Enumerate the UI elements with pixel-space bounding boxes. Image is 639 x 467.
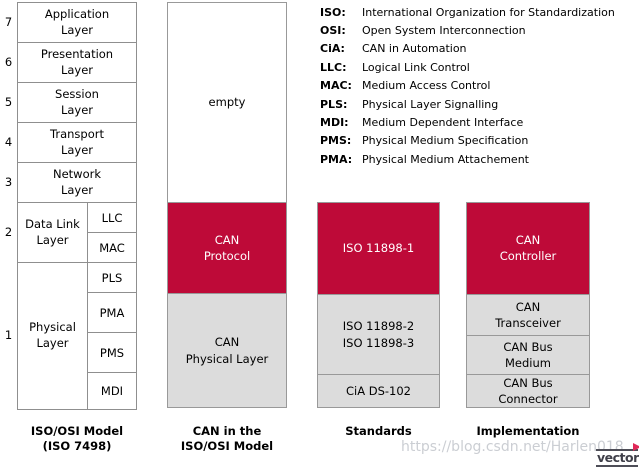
sublayer-pls: PLS bbox=[88, 263, 136, 293]
sublayer-pms: PMS bbox=[88, 333, 136, 373]
caption-can-model: CAN in the ISO/OSI Model bbox=[180, 424, 274, 453]
legend-abbr: LLC: bbox=[320, 60, 347, 74]
empty-box: empty bbox=[208, 95, 246, 110]
osi-layer-cell: Physical Layer bbox=[18, 263, 88, 409]
can-controller-box: CAN Controller bbox=[467, 203, 589, 294]
legend-item: LLC: Logical Link Control bbox=[320, 58, 638, 76]
cia-ds-102-box: CiA DS-102 bbox=[318, 374, 439, 407]
implementation-column: CAN Controller CAN Transceiver CAN Bus M… bbox=[466, 202, 590, 408]
osi-row-session: Session Layer bbox=[18, 83, 136, 123]
standards-column: ISO 11898-1 ISO 11898-2 ISO 11898-3 CiA … bbox=[317, 202, 440, 408]
legend-item: MAC: Medium Access Control bbox=[320, 77, 638, 95]
layer-number-5: 5 bbox=[4, 95, 13, 109]
layer-number-6: 6 bbox=[4, 55, 13, 69]
osi-model-table: Application Layer Presentation Layer Ses… bbox=[17, 2, 137, 410]
legend-item: PMS: Physical Medium Specification bbox=[320, 132, 638, 150]
legend-abbr: ISO: bbox=[320, 5, 346, 19]
osi-row-transport: Transport Layer bbox=[18, 123, 136, 163]
legend-item: PLS: Physical Layer Signalling bbox=[320, 95, 638, 113]
can-protocol-box: CAN Protocol bbox=[168, 202, 286, 293]
legend-meaning: Physical Medium Attachement bbox=[362, 152, 529, 166]
layer-number-3: 3 bbox=[4, 175, 13, 189]
legend-meaning: Medium Dependent Interface bbox=[362, 116, 524, 130]
osi-layer-cell: Network Layer bbox=[52, 166, 102, 197]
logo-text: vector bbox=[596, 449, 639, 467]
legend-abbr: PMS: bbox=[320, 134, 352, 148]
caption-osi-model: ISO/OSI Model (ISO 7498) bbox=[30, 424, 124, 453]
datalink-sublayers: LLC MAC bbox=[88, 203, 136, 262]
osi-row-presentation: Presentation Layer bbox=[18, 43, 136, 83]
layer-number-7: 7 bbox=[4, 15, 13, 29]
can-physical-layer-box: CAN Physical Layer bbox=[168, 293, 286, 407]
layer-number-1: 1 bbox=[4, 328, 13, 342]
iso-11898-1-box: ISO 11898-1 bbox=[318, 203, 439, 294]
can-transceiver-box: CAN Transceiver bbox=[467, 293, 589, 335]
osi-row-datalink: Data Link Layer LLC MAC bbox=[18, 203, 136, 263]
legend-item: CiA: CAN in Automation bbox=[320, 40, 638, 58]
legend-meaning: CAN in Automation bbox=[362, 42, 467, 56]
caption-implementation: Implementation bbox=[476, 424, 580, 438]
layer-number-4: 4 bbox=[4, 135, 13, 149]
abbreviation-legend: ISO: International Organization for Stan… bbox=[320, 3, 638, 169]
osi-layer-cell: Data Link Layer bbox=[18, 203, 88, 262]
legend-meaning: Logical Link Control bbox=[362, 60, 470, 74]
can-bus-medium-box: CAN Bus Medium bbox=[467, 334, 589, 374]
osi-layer-cell: Transport Layer bbox=[50, 126, 104, 157]
legend-meaning: Physical Medium Specification bbox=[362, 134, 529, 148]
legend-item: OSI: Open System Interconnection bbox=[320, 21, 638, 39]
osi-layer-cell: Application Layer bbox=[44, 6, 110, 37]
sublayer-mac: MAC bbox=[99, 240, 125, 255]
legend-meaning: International Organization for Standardi… bbox=[362, 5, 615, 19]
can-model-column: empty CAN Protocol CAN Physical Layer bbox=[167, 2, 287, 408]
sublayer-pma: PMA bbox=[88, 293, 136, 333]
osi-layer-cell: Session Layer bbox=[55, 86, 99, 117]
legend-abbr: PLS: bbox=[320, 97, 348, 111]
legend-item: PMA: Physical Medium Attachement bbox=[320, 150, 638, 168]
legend-item: ISO: International Organization for Stan… bbox=[320, 3, 638, 21]
osi-row-physical: Physical Layer PLS PMA PMS MDI bbox=[18, 263, 136, 409]
osi-layer-cell: Presentation Layer bbox=[40, 46, 114, 77]
legend-abbr: CiA: bbox=[320, 42, 345, 56]
layer-number-2: 2 bbox=[4, 225, 13, 239]
legend-meaning: Medium Access Control bbox=[362, 79, 491, 93]
osi-row-network: Network Layer bbox=[18, 163, 136, 203]
sublayer-llc: LLC bbox=[88, 203, 136, 233]
can-bus-connector-box: CAN Bus Connector bbox=[467, 373, 589, 407]
legend-meaning: Physical Layer Signalling bbox=[362, 97, 499, 111]
physical-sublayers: PLS PMA PMS MDI bbox=[88, 263, 136, 409]
iso-11898-2-3-box: ISO 11898-2 ISO 11898-3 bbox=[318, 294, 439, 374]
caption-standards: Standards bbox=[345, 424, 412, 438]
legend-abbr: OSI: bbox=[320, 24, 346, 38]
legend-meaning: Open System Interconnection bbox=[362, 24, 526, 38]
sublayer-mdi: MDI bbox=[100, 384, 124, 398]
legend-item: MDI: Medium Dependent Interface bbox=[320, 113, 638, 131]
legend-abbr: MDI: bbox=[320, 116, 349, 130]
osi-row-application: Application Layer bbox=[18, 3, 136, 43]
logo-arrow-icon bbox=[633, 443, 639, 451]
legend-abbr: PMA: bbox=[320, 152, 353, 166]
legend-abbr: MAC: bbox=[320, 79, 352, 93]
watermark-url: https://blog.csdn.net/Harlen018 bbox=[401, 439, 624, 455]
